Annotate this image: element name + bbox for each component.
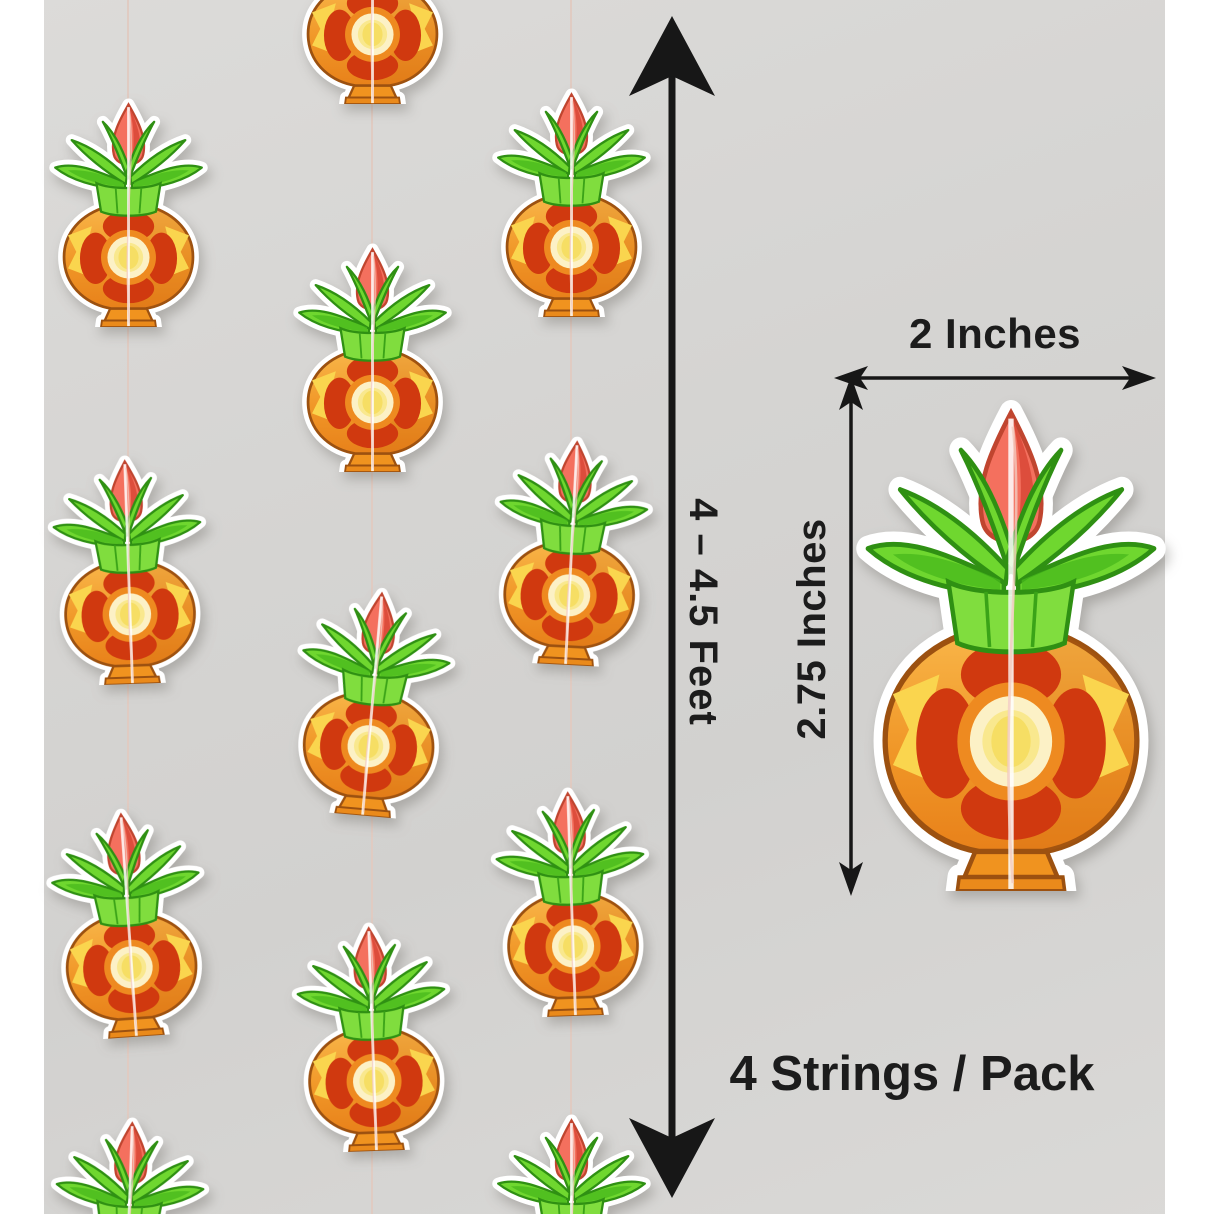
kalash-cutout <box>280 580 464 823</box>
closeup-kalash-cutout <box>850 399 1172 891</box>
height-range-arrow <box>629 16 715 1198</box>
left-white-strip <box>0 0 44 1214</box>
kalash-cutout <box>290 0 455 104</box>
kalash-cutout <box>42 452 215 687</box>
width-label: 2 Inches <box>908 310 1082 357</box>
height-range-label: 4 – 4.5 Feet <box>681 498 725 726</box>
kalash-cutout <box>38 803 219 1043</box>
motif-height-dimension-arrow <box>839 376 863 896</box>
pack-size-label: 4 Strings / Pack <box>729 1047 1095 1101</box>
kalash-cutout <box>42 1114 215 1214</box>
motif-height-label: 2.75 Inches <box>790 518 834 740</box>
kalash-cutout <box>290 243 455 472</box>
right-white-strip <box>1165 0 1214 1214</box>
width-dimension-arrow <box>834 366 1156 390</box>
kalash-cutout <box>46 98 211 327</box>
kalash-cutout <box>286 919 459 1154</box>
